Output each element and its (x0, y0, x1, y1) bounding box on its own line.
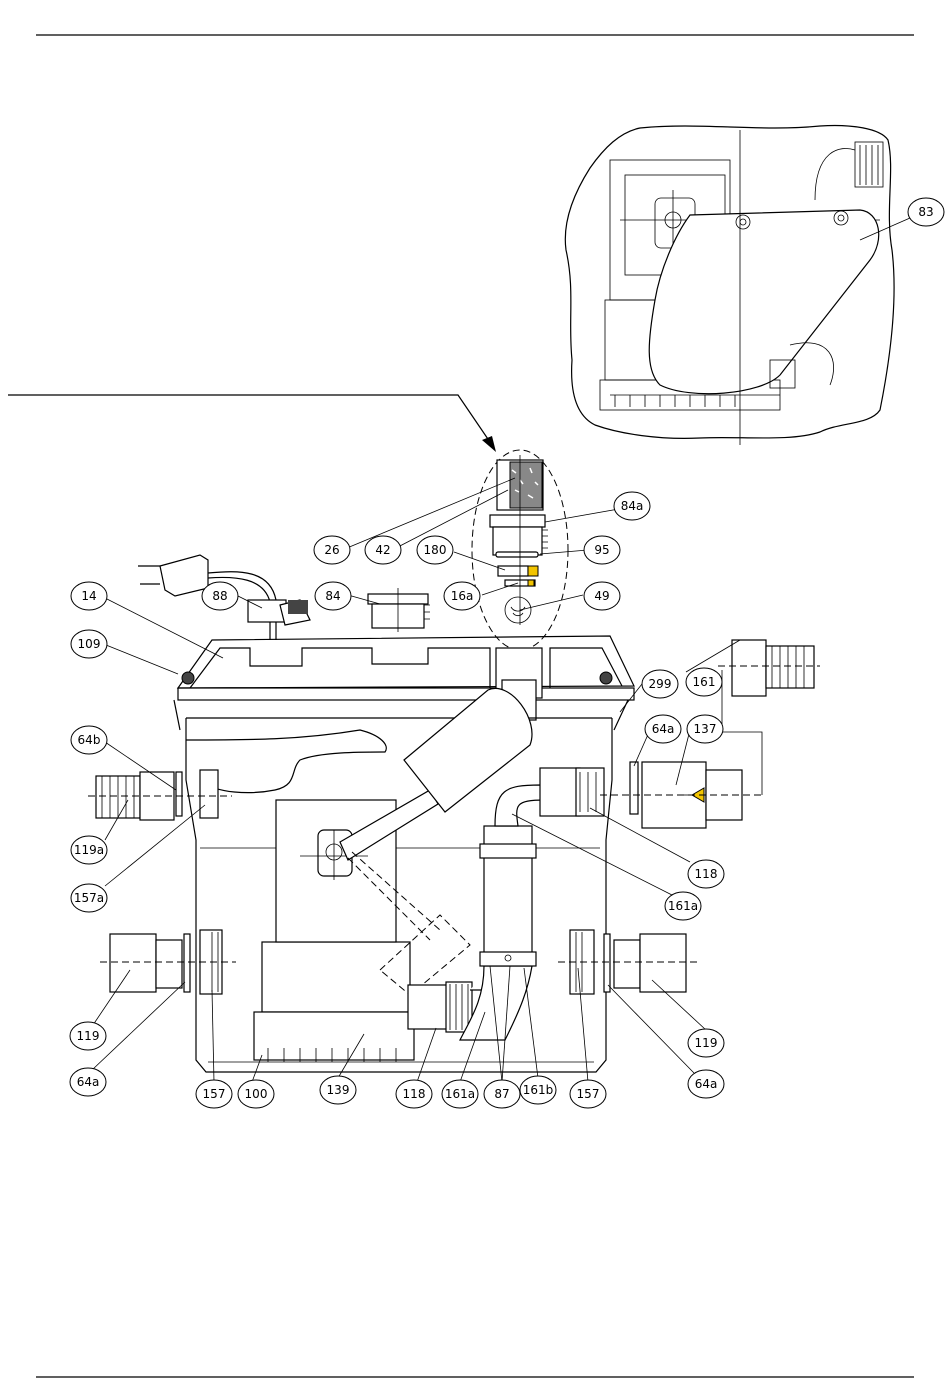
callout-14: 14 (71, 582, 107, 610)
callout-95-text: 95 (594, 543, 609, 557)
callout-161b: 161b (520, 1076, 556, 1104)
inset-detail (565, 126, 894, 445)
callout-157-right-text: 157 (577, 1087, 600, 1101)
callout-100-text: 100 (245, 1087, 268, 1101)
callout-157-left-text: 157 (203, 1087, 226, 1101)
callout-64a-left: 64a (70, 1068, 106, 1096)
callout-118-right-text: 118 (695, 867, 718, 881)
callout-157a: 157a (71, 884, 107, 912)
callout-64a-right-text: 64a (695, 1077, 718, 1091)
callout-118-bottom: 118 (396, 1080, 432, 1108)
right-connection-lower (558, 930, 698, 994)
left-connection-upper (88, 770, 232, 820)
callout-16a-text: 16a (451, 589, 474, 603)
callout-83: 83 (908, 198, 944, 226)
callout-64a-right: 64a (688, 1070, 724, 1098)
callout-109-text: 109 (78, 637, 101, 651)
callout-84a: 84a (614, 492, 650, 520)
callout-157-left: 157 (196, 1080, 232, 1108)
callout-100: 100 (238, 1080, 274, 1108)
callout-118-bottom-text: 118 (403, 1087, 426, 1101)
callout-26: 26 (314, 536, 350, 564)
callout-119-right-text: 119 (695, 1036, 718, 1050)
cap-84 (368, 588, 430, 632)
callout-161b-text: 161b (523, 1083, 554, 1097)
callout-119-left: 119 (70, 1022, 106, 1050)
detail-arrowhead (482, 436, 496, 452)
callout-42: 42 (365, 536, 401, 564)
callout-161a-bottom-text: 161a (445, 1087, 475, 1101)
callout-157a-text: 157a (74, 891, 104, 905)
callout-161-top-text: 161 (693, 675, 716, 689)
callout-137: 137 (687, 715, 723, 743)
callout-119-left-text: 119 (77, 1029, 100, 1043)
hose-vertical (460, 768, 604, 1040)
callout-64a-left-text: 64a (77, 1075, 100, 1089)
filter-parts (490, 455, 548, 625)
callout-161a-right: 161a (665, 892, 701, 920)
callout-88-text: 88 (212, 589, 227, 603)
callout-161a-right-text: 161a (668, 899, 698, 913)
callout-88: 88 (202, 582, 238, 610)
callout-64a-top: 64a (645, 715, 681, 743)
callout-119a: 119a (71, 836, 107, 864)
callout-157-right: 157 (570, 1080, 606, 1108)
callout-161-top: 161 (686, 668, 722, 696)
callout-84a-text: 84a (621, 499, 644, 513)
callout-49-text: 49 (594, 589, 609, 603)
callout-180-text: 180 (424, 543, 447, 557)
callout-139-text: 139 (327, 1083, 350, 1097)
callout-26-text: 26 (324, 543, 339, 557)
callout-16a: 16a (444, 582, 480, 610)
callout-83-text: 83 (918, 205, 933, 219)
callout-14-text: 14 (81, 589, 96, 603)
detail-arrow (8, 395, 492, 445)
callout-161a-bottom: 161a (442, 1080, 478, 1108)
callout-64a-top-text: 64a (652, 722, 675, 736)
callout-118-right: 118 (688, 860, 724, 888)
callout-119a-text: 119a (74, 843, 104, 857)
callout-64b: 64b (71, 726, 107, 754)
callout-139: 139 (320, 1076, 356, 1104)
callout-84-text: 84 (325, 589, 340, 603)
callout-87: 87 (484, 1080, 520, 1108)
lid (178, 636, 634, 720)
callout-299: 299 (642, 670, 678, 698)
callout-137-text: 137 (694, 722, 717, 736)
callout-119-right: 119 (688, 1029, 724, 1057)
callout-42-text: 42 (375, 543, 390, 557)
callout-299-text: 299 (649, 677, 672, 691)
callout-180: 180 (417, 536, 453, 564)
callout-64b-text: 64b (78, 733, 101, 747)
callout-109: 109 (71, 630, 107, 658)
callout-84: 84 (315, 582, 351, 610)
callout-87-text: 87 (494, 1087, 509, 1101)
callout-49: 49 (584, 582, 620, 610)
callout-95: 95 (584, 536, 620, 564)
